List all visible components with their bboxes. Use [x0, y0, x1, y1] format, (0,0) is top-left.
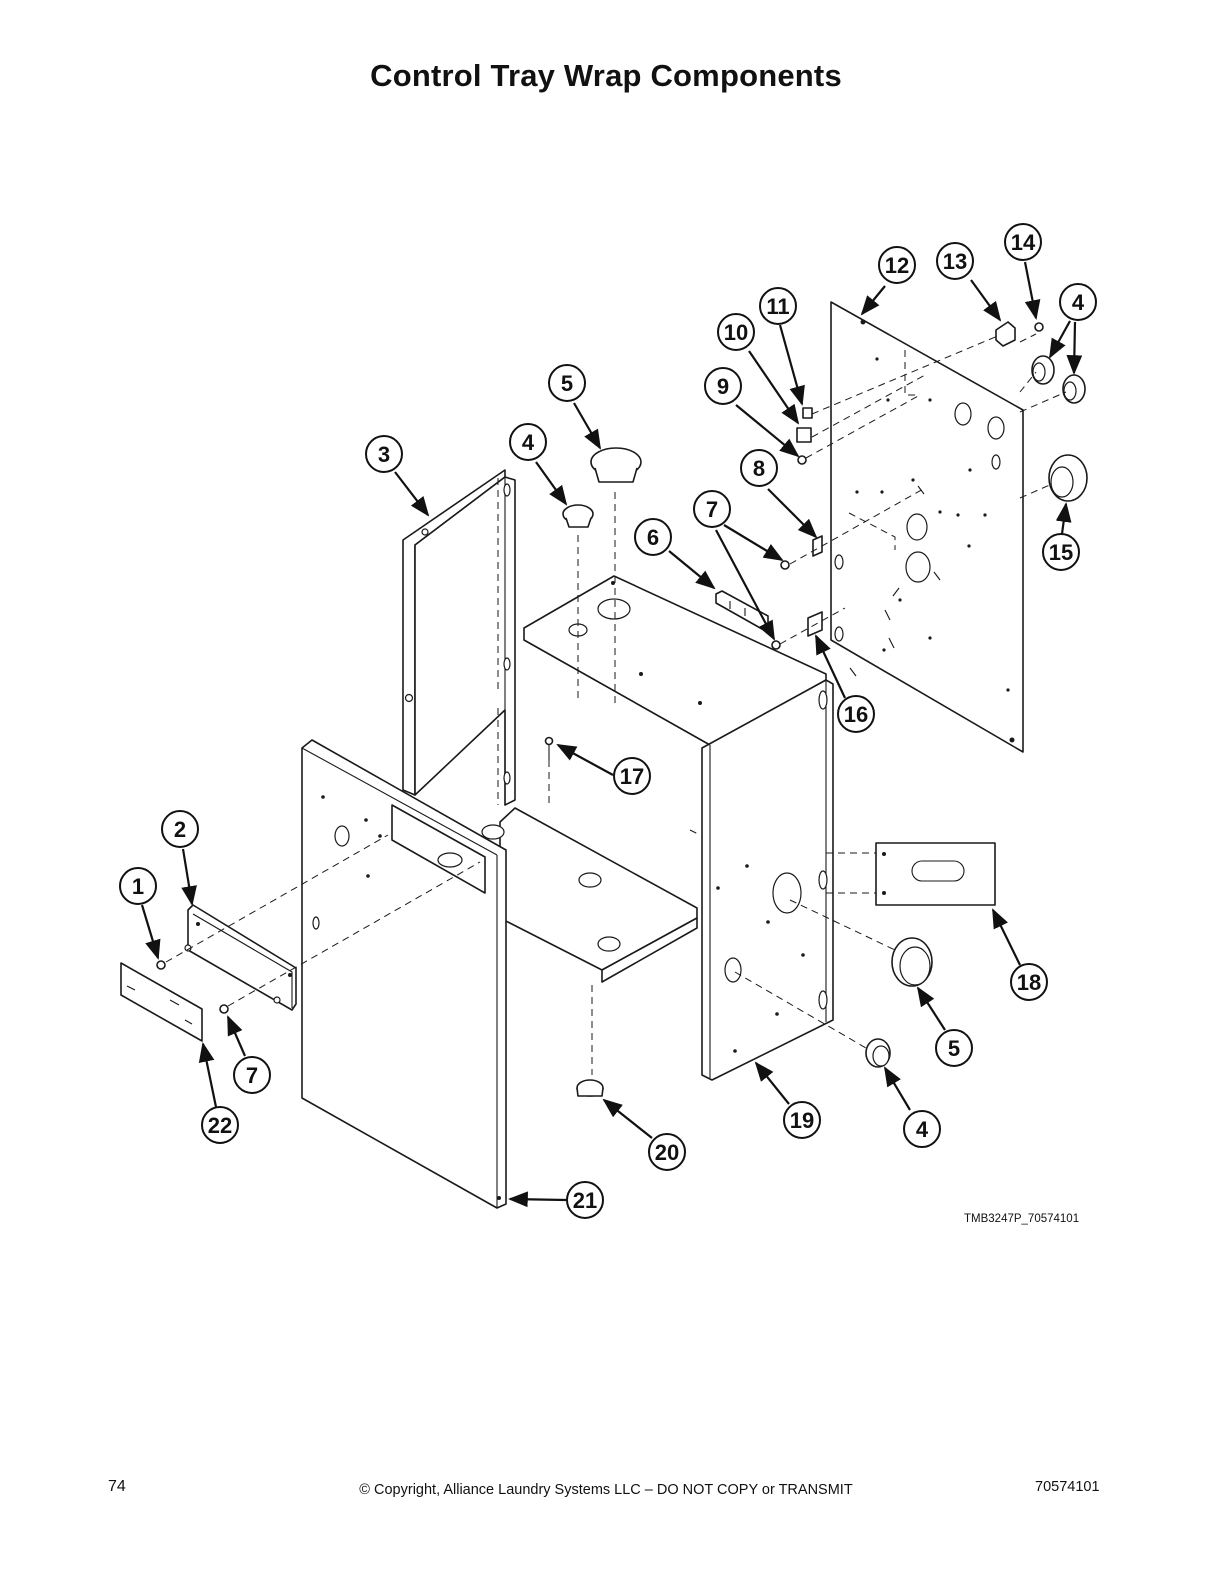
snap-bushing-part-15: [1048, 454, 1088, 502]
figure-code: TMB3247P_70574101: [964, 1213, 1080, 1225]
callout-15: 15: [1042, 533, 1080, 571]
callout-22: 22: [201, 1106, 239, 1144]
callout-1-text: 1: [132, 874, 144, 899]
callout-7-top: 7: [693, 490, 731, 528]
side-bracket-part-3: [402, 469, 516, 806]
callout-21-text: 21: [573, 1188, 597, 1213]
callout-4-bottom: 4: [903, 1110, 941, 1148]
callout-13-text: 13: [943, 249, 967, 274]
callout-18: 18: [1010, 963, 1048, 1001]
callout-4-top-text: 4: [522, 430, 535, 455]
callout-4-top: 4: [509, 423, 547, 461]
callout-17-text: 17: [620, 764, 644, 789]
callout-8-text: 8: [753, 456, 765, 481]
callout-5-top: 5: [548, 364, 586, 402]
callout-2: 2: [161, 810, 199, 848]
callout-22-text: 22: [208, 1113, 232, 1138]
callout-20-text: 20: [655, 1140, 679, 1165]
callout-15-text: 15: [1049, 540, 1073, 565]
snap-bushing-part-5-top: [590, 447, 642, 483]
bezel-bracket-part-2: [184, 904, 297, 1011]
callout-20: 20: [648, 1133, 686, 1171]
snap-bushing-part-4-top: [562, 504, 594, 528]
lower-tray-shelf: [481, 807, 698, 983]
callout-21: 21: [566, 1181, 604, 1219]
label-part-22: [120, 962, 203, 1042]
assembly-lines: [165, 333, 1067, 1075]
snap-bushing-part-5-right: [891, 937, 933, 987]
mounting-plate-part-12: [830, 301, 1024, 753]
page-title: Control Tray Wrap Components: [370, 58, 842, 93]
callout-3: 3: [365, 435, 403, 473]
snap-bushing-part-20: [576, 1079, 604, 1097]
callout-4-right: 4: [1059, 283, 1097, 321]
control-tray-wrap-part-19: [523, 575, 834, 1081]
callout-10-text: 10: [724, 320, 748, 345]
callout-7-bottom-text: 7: [246, 1063, 258, 1088]
callout-1: 1: [119, 867, 157, 905]
callout-2-text: 2: [174, 817, 186, 842]
front-panel-part-21: [301, 739, 507, 1209]
leader-lines: [140, 261, 1083, 1208]
callout-19: 19: [783, 1101, 821, 1139]
callout-11: 11: [759, 287, 797, 325]
callout-7-bottom: 7: [233, 1056, 271, 1094]
callout-4-right-text: 4: [1072, 290, 1085, 315]
callout-16: 16: [837, 695, 875, 733]
callout-7-top-text: 7: [706, 497, 718, 522]
page-number: 74: [108, 1478, 126, 1495]
snap-bushing-part-4-right-bottom: [865, 1038, 891, 1068]
callout-3-text: 3: [378, 442, 390, 467]
callout-6: 6: [634, 518, 672, 556]
cover-plate-part-18: [875, 842, 996, 906]
callout-12-text: 12: [885, 253, 909, 278]
callout-11-text: 11: [766, 294, 789, 319]
small-hardware: [156, 321, 1044, 1014]
callout-10: 10: [717, 313, 755, 351]
callout-6-text: 6: [647, 525, 659, 550]
callout-9: 9: [704, 367, 742, 405]
callout-16-text: 16: [844, 702, 868, 727]
callout-17: 17: [613, 757, 651, 795]
document-number: 70574101: [1035, 1479, 1100, 1495]
callout-19-text: 19: [790, 1108, 814, 1133]
callout-12: 12: [878, 246, 916, 284]
snap-bushing-part-4-right-a: [1031, 355, 1055, 385]
copyright-notice: © Copyright, Alliance Laundry Systems LL…: [359, 1482, 853, 1498]
callout-14: 14: [1004, 223, 1042, 261]
callout-18-text: 18: [1017, 970, 1041, 995]
callout-9-text: 9: [717, 374, 729, 399]
snap-bushing-part-4-right-b: [1062, 374, 1086, 404]
callout-5-right: 5: [935, 1029, 973, 1067]
callout-14-text: 14: [1011, 230, 1036, 255]
terminal-strip-part-6: [715, 590, 769, 630]
callout-8: 8: [740, 449, 778, 487]
callout-4-bottom-text: 4: [916, 1117, 929, 1142]
callout-5-right-text: 5: [948, 1036, 960, 1061]
callout-13: 13: [936, 242, 974, 280]
callout-5-top-text: 5: [561, 371, 573, 396]
